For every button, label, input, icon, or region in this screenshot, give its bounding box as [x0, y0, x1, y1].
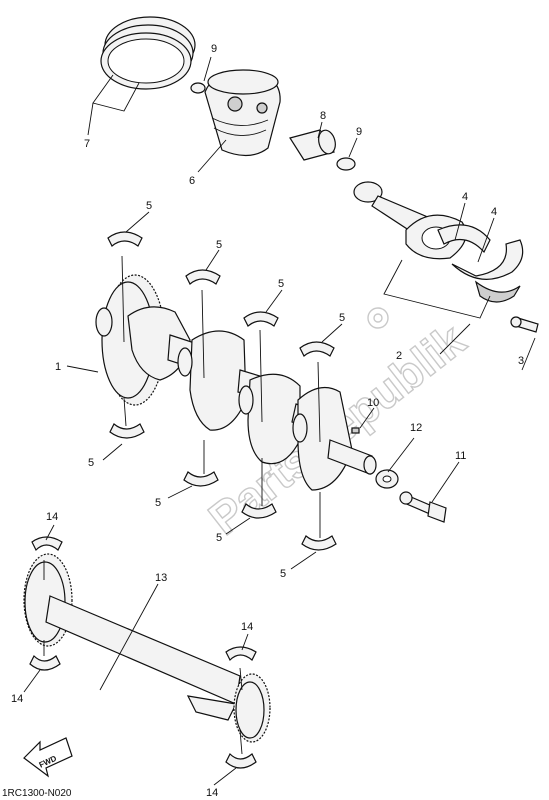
callout-8: 8 [320, 110, 326, 122]
diagram-code: 1RC1300-N020 [2, 788, 72, 799]
crank-bolt [399, 491, 447, 523]
leader-lines [23, 56, 536, 786]
callout-9b: 9 [356, 126, 362, 138]
callout-5d: 5 [339, 312, 345, 324]
callout-14c: 14 [241, 621, 253, 633]
callout-5a: 5 [146, 200, 152, 212]
conrod-bearing-upper [437, 224, 491, 254]
conrod-cap [451, 239, 524, 303]
callout-6: 6 [189, 175, 195, 187]
washer [375, 469, 399, 489]
callout-5h: 5 [280, 568, 286, 580]
forward-arrow-icon: FWD [23, 737, 73, 778]
callout-1: 1 [55, 361, 61, 373]
main-bearings-upper [107, 231, 335, 357]
callout-14a: 14 [46, 511, 58, 523]
callout-5e: 5 [88, 457, 94, 469]
callout-4a: 4 [462, 191, 468, 203]
woodruff-key [351, 427, 360, 434]
piston-pin-clip [190, 82, 206, 94]
connecting-rod [353, 181, 467, 260]
callout-10: 10 [367, 397, 379, 409]
piston-pin [289, 129, 336, 161]
callout-5f: 5 [155, 497, 161, 509]
callout-14d: 14 [206, 787, 218, 799]
piston-pin-clip-2 [336, 157, 356, 171]
callout-7: 7 [84, 138, 90, 150]
callout-5c: 5 [278, 278, 284, 290]
callouts: 7 9 6 8 9 4 4 5 5 5 5 1 2 3 10 12 11 5 5… [11, 43, 524, 799]
callout-11: 11 [455, 450, 466, 462]
main-bearings-lower [109, 423, 337, 551]
piston [204, 69, 281, 157]
callout-5b: 5 [216, 239, 222, 251]
callout-4b: 4 [491, 206, 497, 218]
callout-13: 13 [155, 572, 167, 584]
piston-rings [100, 16, 196, 90]
crankshaft [95, 274, 377, 491]
callout-5g: 5 [216, 532, 222, 544]
callout-12: 12 [410, 422, 422, 434]
callout-3: 3 [518, 355, 524, 367]
conrod-bolt [510, 316, 539, 333]
balancer-shaft [23, 553, 271, 743]
balancer-bearings [29, 536, 257, 769]
callout-2: 2 [396, 350, 402, 362]
callout-14b: 14 [11, 693, 23, 705]
callout-9: 9 [211, 43, 217, 55]
